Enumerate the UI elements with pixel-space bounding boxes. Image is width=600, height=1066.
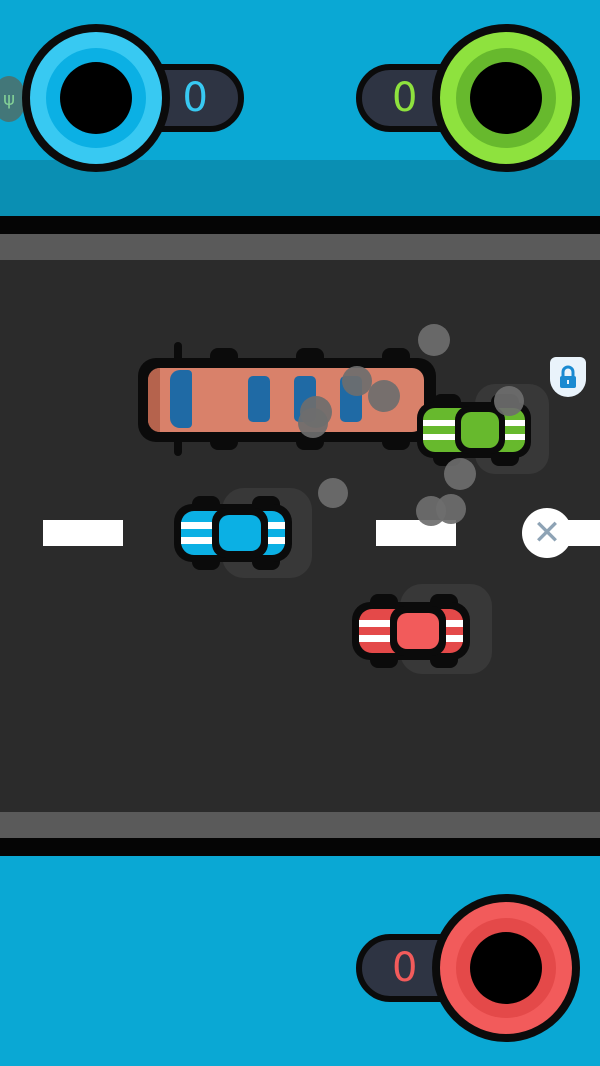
red-player-button[interactable] xyxy=(432,894,580,1042)
smoke-puff xyxy=(494,386,524,416)
lane-marking xyxy=(43,520,123,546)
blue-player-button[interactable] xyxy=(22,24,170,172)
character-badge-glyph: ψ xyxy=(3,88,15,110)
close-icon: ✕ xyxy=(532,513,562,553)
green-player-button[interactable] xyxy=(432,24,580,172)
red-score: 0 xyxy=(392,945,418,991)
truck-windshield xyxy=(170,370,192,428)
green-car xyxy=(415,384,549,474)
car-cabin xyxy=(397,613,439,649)
smoke-puff xyxy=(368,380,400,412)
truck-window xyxy=(248,376,270,422)
road-shoulder-top xyxy=(0,234,600,260)
blue-score: 0 xyxy=(182,75,208,121)
smoke-puff xyxy=(318,478,348,508)
smoke-puff xyxy=(298,408,328,438)
button-hole xyxy=(470,932,542,1004)
lock-shield-icon[interactable] xyxy=(550,357,586,397)
smoke-puff xyxy=(418,324,450,356)
car-cabin xyxy=(461,412,499,448)
red-car xyxy=(350,584,492,674)
character-badge-icon[interactable]: ψ xyxy=(0,76,26,122)
smoke-puff xyxy=(436,494,466,524)
road-edge-bottom xyxy=(0,838,600,856)
button-hole xyxy=(60,62,132,134)
car-cabin xyxy=(219,515,261,551)
smoke-puff xyxy=(342,366,372,396)
road-shoulder-bottom xyxy=(0,812,600,838)
green-score: 0 xyxy=(392,75,418,121)
lock-icon xyxy=(560,365,576,388)
smoke-puff xyxy=(444,458,476,490)
lane-marking xyxy=(376,520,456,546)
button-hole xyxy=(470,62,542,134)
close-button[interactable]: ✕ xyxy=(522,508,572,558)
blue-car xyxy=(172,488,312,578)
truck-front xyxy=(148,368,160,432)
road-edge-top xyxy=(0,216,600,234)
